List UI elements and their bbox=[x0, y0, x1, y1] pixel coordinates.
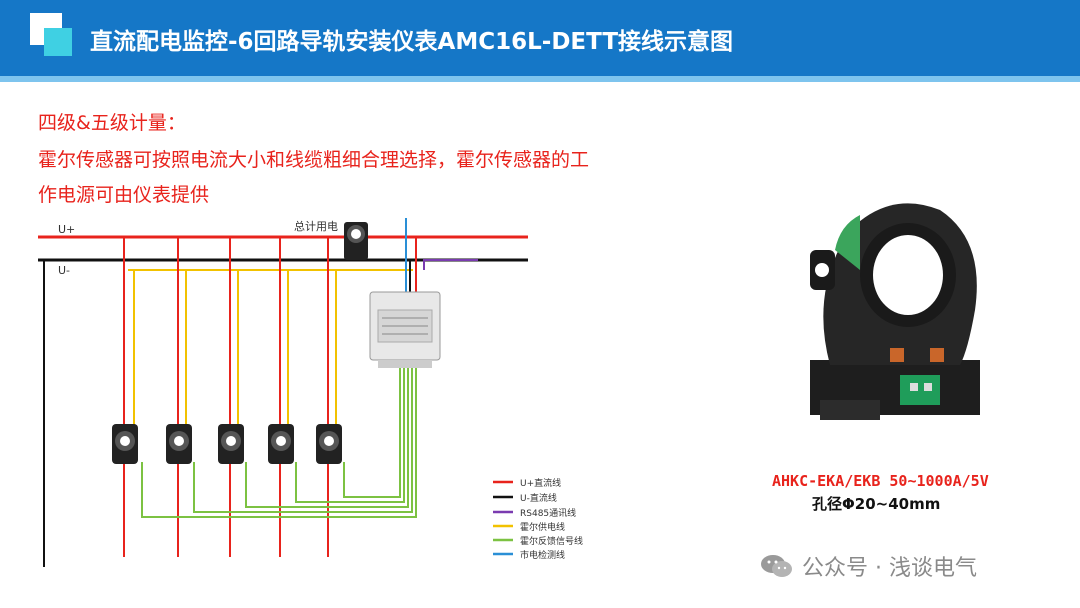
watermark-text: 公众号 · 浅谈电气 bbox=[802, 556, 977, 581]
description-line-1: 四级&五级计量： bbox=[38, 112, 186, 134]
logo-square-cyan bbox=[44, 28, 72, 56]
wiring-diagram: U+ U- 总计用电 bbox=[38, 218, 583, 567]
header-accent-strip bbox=[0, 76, 1080, 82]
total-meter-label: 总计用电 bbox=[294, 219, 338, 233]
description-line-3: 作电源可由仪表提供 bbox=[38, 184, 210, 206]
legend-label-2: RS485通讯线 bbox=[520, 507, 576, 519]
wechat-icon bbox=[761, 555, 792, 577]
product-model-label: AHKC-EKA/EKB 50~1000A/5V bbox=[772, 472, 989, 490]
page-title: 直流配电监控-6回路导轨安装仪表AMC16L-DETT接线示意图 bbox=[90, 29, 734, 55]
hall-sensor-product-image bbox=[810, 203, 980, 420]
total-hall-sensor-icon bbox=[344, 222, 368, 260]
product-hole-label: 孔径Φ20~40mm bbox=[812, 495, 941, 513]
bus-negative-label: U- bbox=[58, 264, 70, 277]
branch-wires bbox=[123, 218, 478, 557]
legend-label-5: 市电检测线 bbox=[520, 549, 565, 561]
legend-label-1: U-直流线 bbox=[520, 492, 557, 504]
legend-label-0: U+直流线 bbox=[520, 477, 561, 489]
branch-hall-sensors bbox=[112, 424, 342, 464]
description-line-2: 霍尔传感器可按照电流大小和线缆粗细合理选择，霍尔传感器的工 bbox=[38, 149, 590, 171]
legend-label-4: 霍尔反馈信号线 bbox=[520, 535, 583, 547]
header-bar bbox=[0, 0, 1080, 76]
meter-amc16l-icon bbox=[369, 291, 441, 368]
wiring-legend: U+直流线 U-直流线 RS485通讯线 霍尔供电线 霍尔反馈信号线 市电检测线 bbox=[493, 477, 583, 561]
bus-positive-label: U+ bbox=[58, 223, 75, 236]
watermark: 公众号 · 浅谈电气 bbox=[760, 550, 977, 582]
legend-label-3: 霍尔供电线 bbox=[520, 521, 565, 533]
